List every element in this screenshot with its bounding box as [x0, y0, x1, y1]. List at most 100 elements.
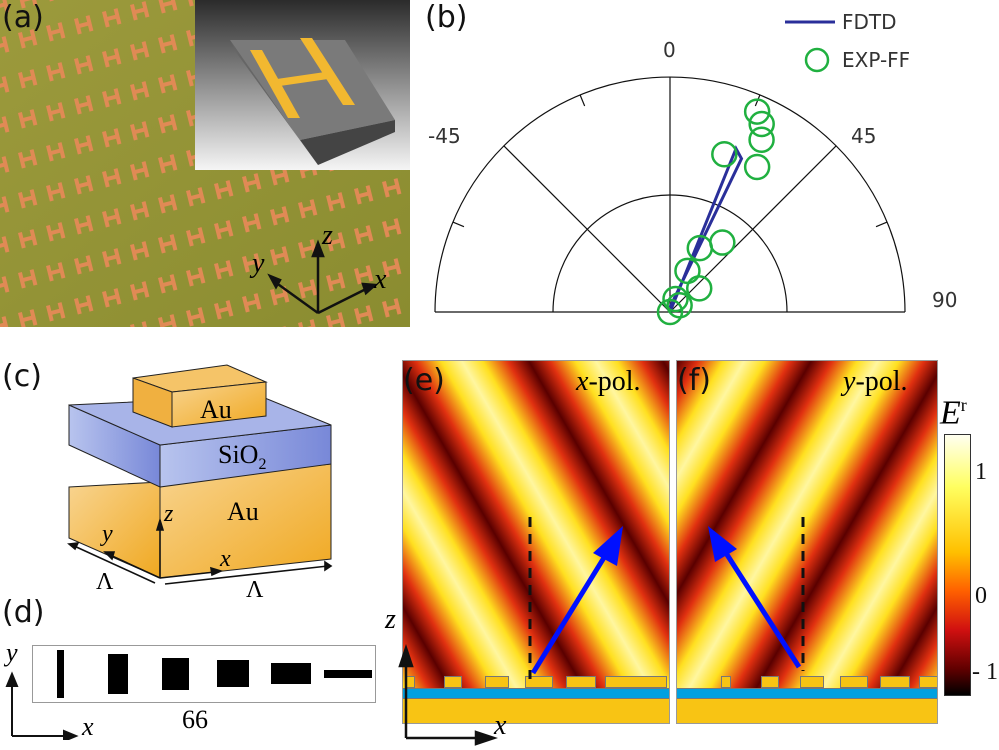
- tick-0: 0: [663, 38, 676, 62]
- metasurface-elements: [677, 676, 937, 688]
- h-antenna: [102, 288, 122, 308]
- h-antenna: [326, 272, 346, 292]
- h-antenna: [46, 62, 66, 82]
- panel-a-label: (a): [2, 0, 44, 35]
- axis-label-y: y: [252, 248, 265, 279]
- c-axis-z: z: [164, 501, 174, 527]
- arrow-head: [593, 526, 623, 566]
- sio2-text: SiO: [218, 440, 259, 469]
- h-antenna: [0, 316, 10, 336]
- c-axis-x: x: [220, 546, 231, 572]
- tick-90: 90: [932, 288, 958, 312]
- h-antenna: [74, 175, 94, 195]
- element-1: [57, 650, 64, 698]
- polar-tick: [579, 94, 586, 107]
- au-substrate: [677, 698, 937, 723]
- h-antenna: [158, 234, 178, 254]
- h-antenna: [0, 236, 10, 256]
- exp-point-9: [662, 285, 689, 313]
- h-antenna: [74, 135, 94, 155]
- h-antenna: [18, 69, 38, 89]
- colorbar-sup: r: [960, 395, 967, 415]
- element-4: [217, 660, 249, 687]
- h-antenna: [18, 229, 38, 249]
- polar-spoke: [669, 145, 837, 313]
- d-caption: 66: [182, 705, 208, 734]
- h-antenna: [158, 194, 178, 214]
- h-antenna: [242, 253, 262, 273]
- h-antenna: [158, 114, 178, 134]
- h-antenna: [74, 255, 94, 275]
- axes-triad: [267, 239, 379, 315]
- unit-cell-diagram: [67, 364, 333, 585]
- h-antenna: [354, 265, 374, 285]
- h-antenna: [18, 0, 38, 9]
- h-antenna: [158, 274, 178, 294]
- d-axis-y: y: [6, 638, 18, 667]
- h-antenna: [46, 142, 66, 162]
- h-antenna: [18, 109, 38, 129]
- h-antenna: [158, 34, 178, 54]
- exp-point-3: [711, 140, 738, 168]
- e-axis-x: x: [494, 710, 507, 741]
- h-antenna: [270, 286, 290, 306]
- exp-point-11: [656, 298, 684, 326]
- polar-tick: [875, 221, 888, 228]
- h-antenna: [186, 0, 206, 7]
- h-antenna: [102, 48, 122, 68]
- h-antenna: [326, 192, 346, 212]
- top-au-label: Au: [200, 395, 232, 424]
- d-axes: [5, 671, 79, 740]
- legend-fdtd-label: FDTD: [842, 10, 897, 34]
- arrow-head: [708, 526, 737, 562]
- panel-b-label: (b): [425, 0, 468, 35]
- h-antenna: [46, 222, 66, 242]
- inset-h-structure: [230, 38, 395, 165]
- panel-d-label: (d): [2, 595, 45, 630]
- h-antenna: [0, 36, 10, 56]
- sio2-label: SiO2: [218, 442, 266, 473]
- h-antenna: [382, 218, 402, 238]
- element-5: [271, 663, 311, 684]
- h-antenna: [18, 149, 38, 169]
- h-antenna: [102, 208, 122, 228]
- e-overlay: [528, 517, 623, 679]
- h-antenna: [102, 168, 122, 188]
- h-antenna: [18, 189, 38, 209]
- colorbar-tick-minus1: - 1: [972, 659, 998, 685]
- e-axis-z: z: [385, 604, 396, 635]
- panel-c-label: (c): [2, 359, 42, 394]
- colorbar-tick-1: 1: [975, 459, 987, 485]
- exp-point-4: [743, 153, 771, 181]
- element-sequence-box: [32, 645, 376, 703]
- field-map-x-pol: [402, 360, 670, 724]
- colorbar-title: Er: [940, 396, 967, 430]
- h-antenna: [214, 180, 234, 200]
- h-antenna: [242, 173, 262, 193]
- e-pol-text: -pol.: [588, 366, 641, 397]
- h-antenna: [74, 15, 94, 35]
- h-antenna: [130, 241, 150, 261]
- h-antenna: [74, 215, 94, 235]
- h-antenna: [74, 55, 94, 75]
- period-x-label: Λ: [246, 577, 264, 603]
- e-axes: [398, 644, 498, 746]
- exp-point-6: [709, 229, 736, 256]
- h-antenna: [46, 262, 66, 282]
- h-antenna: [158, 0, 178, 14]
- h-antenna: [130, 281, 150, 301]
- sio2-layer: [677, 688, 937, 699]
- axis-label-z: z: [322, 220, 333, 251]
- polar-plot: [434, 20, 906, 326]
- tick-minus45: -45: [428, 124, 461, 148]
- h-antenna: [354, 225, 374, 245]
- h-antenna: [214, 260, 234, 280]
- element-2: [108, 654, 128, 694]
- substrate-au-label: Au: [227, 497, 259, 526]
- polar-spoke: [503, 145, 671, 313]
- panel-f-label: (f): [677, 363, 711, 398]
- h-antenna: [270, 206, 290, 226]
- h-antenna: [46, 182, 66, 202]
- h-antenna: [382, 178, 402, 198]
- reflection-arrow: [714, 537, 802, 669]
